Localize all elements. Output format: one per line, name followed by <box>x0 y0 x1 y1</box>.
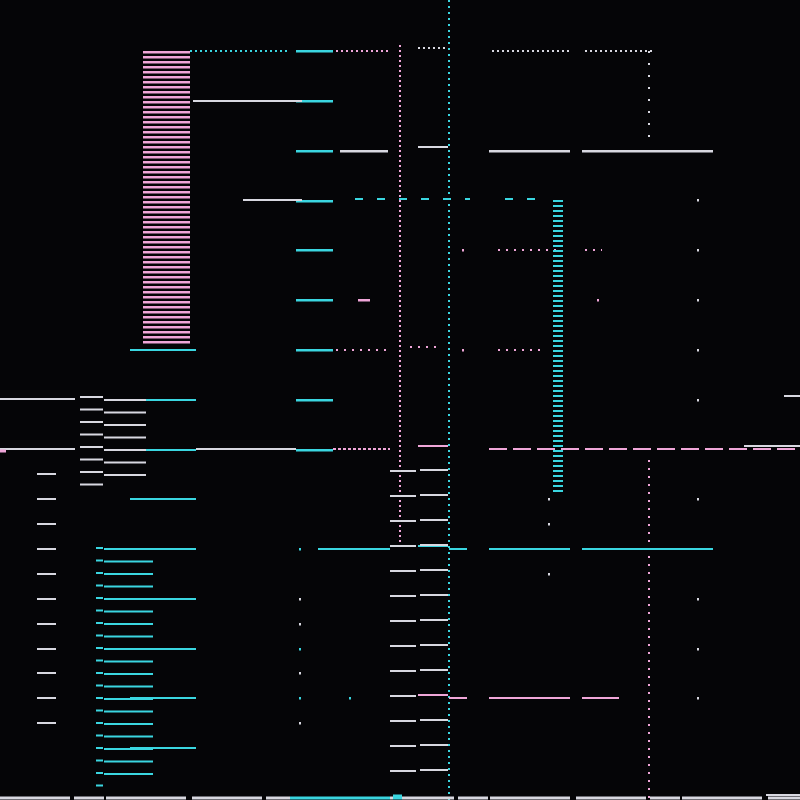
abstract-line-canvas <box>0 0 800 800</box>
